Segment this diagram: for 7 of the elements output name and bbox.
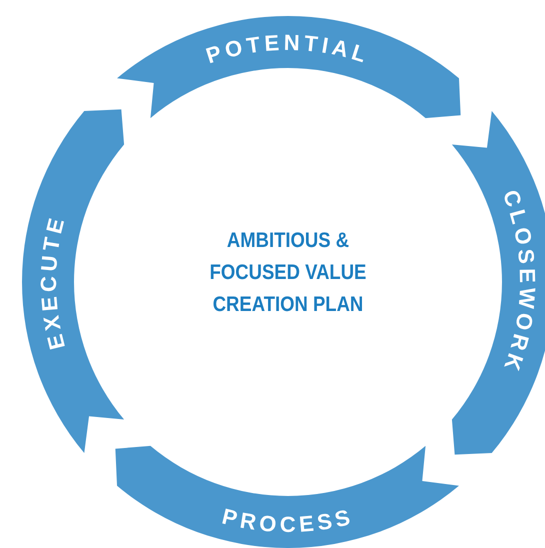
center-text: AMBITIOUS & FOCUSED VALUE CREATION PLAN <box>208 228 368 318</box>
cycle-segment <box>452 111 545 455</box>
cycle-segment <box>22 109 124 453</box>
cycle-segment <box>115 446 459 548</box>
segment-label: PROCESS <box>220 504 356 538</box>
segment-label: POTENTIAL <box>203 30 373 68</box>
cycle-segment <box>117 16 461 118</box>
